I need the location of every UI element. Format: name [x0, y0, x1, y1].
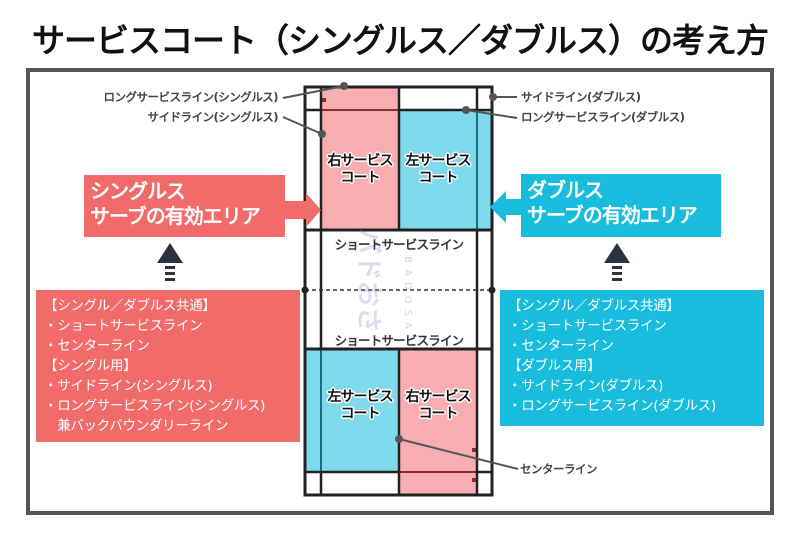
- label-side-line-singles: サイドライン(シングルス): [147, 110, 278, 124]
- singles-bottom-right-court-fill: [399, 349, 477, 495]
- info-line: ・センターライン: [44, 338, 150, 354]
- label-side-line-doubles: サイドライン(ダブルス): [521, 90, 641, 104]
- bottom-left-service-court-label: 左サービスコート: [327, 389, 394, 422]
- info-line: ・センターライン: [508, 338, 614, 354]
- info-line: 【シングル用】: [44, 358, 137, 374]
- info-line: 【ダブルス用】: [508, 358, 601, 374]
- top-right-service-court-label: 右サービスコート: [327, 153, 394, 186]
- doubles-info-box: 【シングル／ダブルス共通】 ・ショートサービスライン ・センターライン 【ダブル…: [500, 290, 764, 426]
- info-line: ・サイドライン(ダブルス): [508, 378, 664, 394]
- info-line: 兼バックバウンダリーライン: [44, 418, 229, 434]
- info-line: ・ロングサービスライン(ダブルス): [508, 398, 716, 414]
- info-line: ・ロングサービスライン(シングルス): [44, 398, 266, 414]
- label-long-service-line-doubles: ロングサービスライン(ダブルス): [521, 110, 685, 124]
- info-line: 【シングル／ダブルス共通】: [44, 298, 216, 314]
- label-long-service-line-singles: ロングサービスライン(シングルス): [103, 90, 278, 104]
- info-line: ・ショートサービスライン: [44, 318, 203, 334]
- short-service-line-bottom-label: ショートサービスライン: [334, 333, 465, 348]
- label-center-line: センターライン: [520, 462, 598, 476]
- info-line: 【シングル／ダブルス共通】: [508, 298, 680, 314]
- info-line: ・ショートサービスライン: [508, 318, 667, 334]
- watermark-logo-en: BADOSA: [401, 256, 413, 335]
- doubles-serve-area-heading: ダブルス サーブの有効エリア: [521, 174, 721, 237]
- singles-info-box: 【シングル／ダブルス共通】 ・ショートサービスライン ・センターライン 【シング…: [36, 290, 300, 442]
- bottom-right-service-court-label: 右サービスコート: [405, 389, 472, 422]
- page-title: サービスコート（シングルス／ダブルス）の考え方: [32, 21, 769, 60]
- top-left-service-court-label: 左サービスコート: [405, 153, 472, 186]
- short-service-line-top-label: ショートサービスライン: [334, 237, 465, 252]
- singles-serve-area-heading: シングルス サーブの有効エリア: [84, 175, 285, 237]
- info-line: ・サイドライン(シングルス): [44, 378, 213, 394]
